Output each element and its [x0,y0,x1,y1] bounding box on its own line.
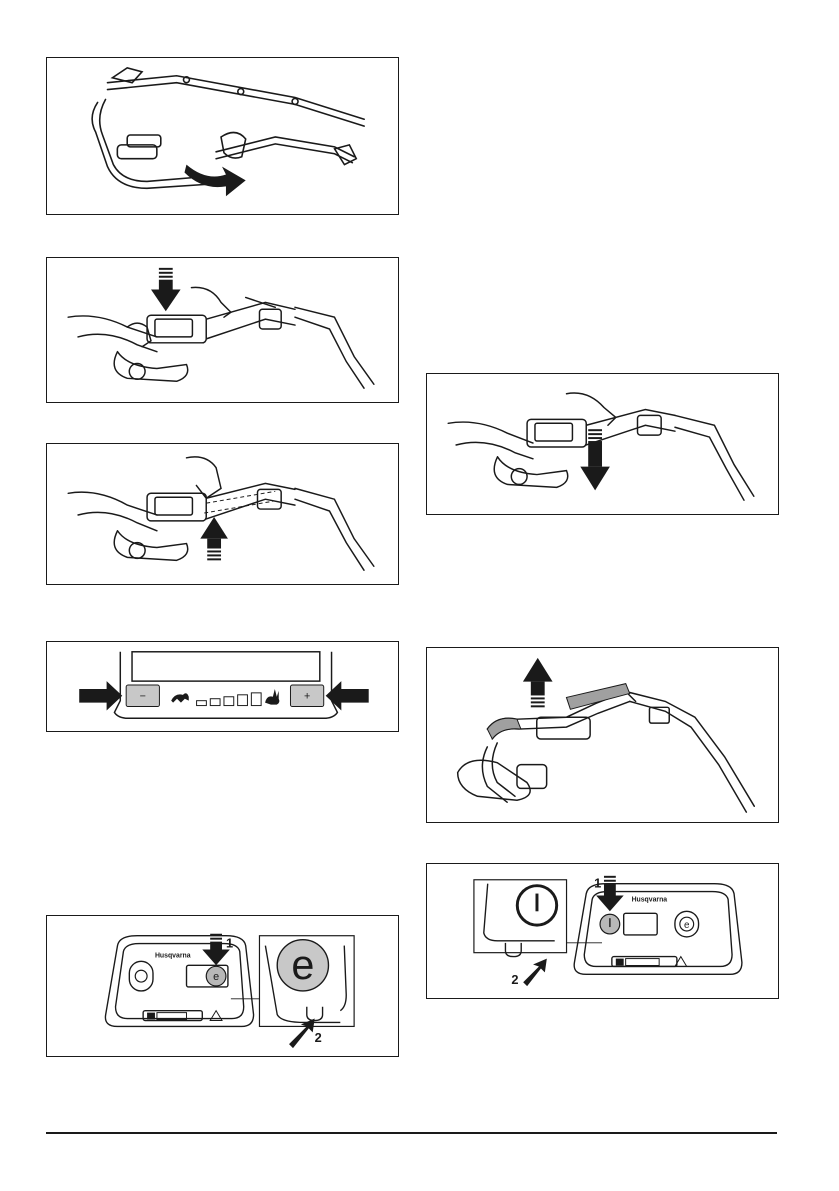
battery-icon [616,959,659,966]
speed-level-indicator [197,693,262,706]
push-panel-down-figure [426,373,779,515]
handle-grip-highlight [487,684,629,739]
power-button-figure: 2 Husqvarna e 1 [426,863,779,999]
small-eco-icon: e [684,920,690,931]
lift-handle-illustration [427,648,778,822]
up-arrow-icon [200,517,228,560]
push-down-illustration [427,374,778,514]
footer-rule [46,1132,777,1134]
press-down-illustration [47,258,398,402]
rabbit-icon [265,689,279,705]
up-arrow-icon [523,658,553,707]
power-panel-illustration: 2 Husqvarna e 1 [427,864,778,998]
callout-1: 1 [226,936,233,951]
rotate-arrow-icon [184,165,245,197]
callout-2: 2 [511,972,518,987]
speed-panel-illustration: − + [47,642,398,731]
callout-1: 1 [594,876,601,891]
handle-fold-figure [46,57,399,215]
plus-label: + [304,691,310,703]
minus-label: − [140,691,146,703]
lift-display-up-figure [46,443,399,585]
speed-control-panel-figure: − + [46,641,399,732]
lift-up-illustration [47,444,398,584]
handle-fold-illustration [47,58,398,214]
brand-logo: Husqvarna [155,952,191,959]
brand-logo: Husqvarna [632,896,668,903]
small-eco-icon: e [213,971,219,983]
pointer-arrow-icon [523,959,547,987]
callout-2: 2 [315,1030,322,1045]
left-arrow-icon [79,681,122,710]
eco-panel-illustration: Husqvarna e 1 e 2 [47,916,398,1056]
down-arrow-icon [151,268,181,311]
turtle-icon [171,693,189,702]
lift-handle-up-figure [426,647,779,823]
press-display-down-figure [46,257,399,403]
small-power-icon [135,970,147,982]
large-eco-icon: e [291,942,314,988]
eco-button-figure: Husqvarna e 1 e 2 [46,915,399,1057]
